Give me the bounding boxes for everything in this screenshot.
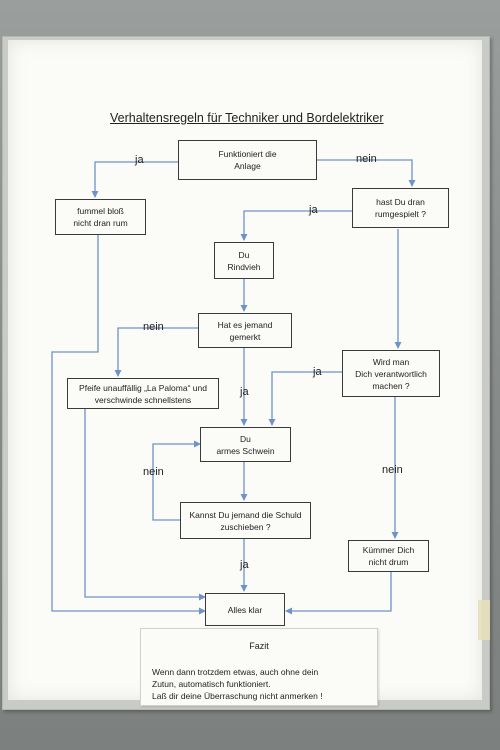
fazit-line-2: Zutun, automatisch funktioniert. (152, 679, 271, 689)
fazit-text: Wenn dann trotzdem etwas, auch ohne dein… (152, 666, 323, 702)
connector-hastdu-ja (240, 210, 352, 241)
connector-hates-nein (114, 327, 198, 377)
fazit-note: Fazit Wenn dann trotzdem etwas, auch ohn… (140, 628, 378, 706)
label-ja-funktioniert: ja (135, 154, 144, 166)
connector-pfeife-alles (84, 409, 206, 601)
box-alles-klar: Alles klar (205, 593, 285, 626)
label-nein-hates: nein (143, 321, 164, 333)
label-nein-funktioniert: nein (356, 153, 377, 165)
fazit-line-3: Laß dir deine Überraschung nicht anmerke… (152, 691, 323, 701)
connector-kannst-nein (152, 440, 201, 521)
connector-funktioniert-ja (91, 161, 178, 198)
fazit-line-1: Wenn dann trotzdem etwas, auch ohne dein (152, 667, 319, 677)
label-nein-kannst: nein (143, 466, 164, 478)
box-hast-du-dran-rumgespielt: hast Du dran rumgespielt ? (352, 188, 449, 228)
label-nein-wirdman: nein (382, 464, 403, 476)
flowchart-title: Verhaltensregeln für Techniker und Borde… (110, 111, 384, 125)
label-ja-kannst: ja (240, 559, 249, 571)
connector-fummel-alles (51, 235, 206, 615)
box-hat-es-jemand-gemerkt: Hat es jemand gemerkt (198, 313, 292, 348)
label-ja-wirdman: ja (313, 366, 322, 378)
connector-kummer-alles (285, 572, 392, 615)
connector-wirdman-ja (268, 371, 342, 426)
box-fummel-bloss: fummel bloß nicht dran rum (55, 199, 146, 235)
box-pfeife-la-paloma: Pfeife unauffällig „La Paloma“ und versc… (67, 378, 219, 409)
box-du-armes-schwein: Du armes Schwein (200, 427, 291, 462)
fazit-heading: Fazit (249, 641, 269, 651)
label-ja-hastdu: ja (309, 204, 318, 216)
box-kannst-du-schuld-zuschieben: Kannst Du jemand die Schuld zuschieben ? (180, 502, 311, 539)
box-funktioniert-die-anlage: Funktioniert die Anlage (178, 140, 317, 180)
box-du-rindvieh: Du Rindvieh (214, 242, 274, 279)
tape-strip (478, 600, 490, 640)
box-kuemmer-dich-nicht-drum: Kümmer Dich nicht drum (348, 540, 429, 572)
label-ja-hates: ja (240, 386, 249, 398)
connector-funktioniert-nein (317, 159, 416, 187)
box-wird-man-verantwortlich: Wird man Dich verantwortlich machen ? (342, 350, 440, 397)
